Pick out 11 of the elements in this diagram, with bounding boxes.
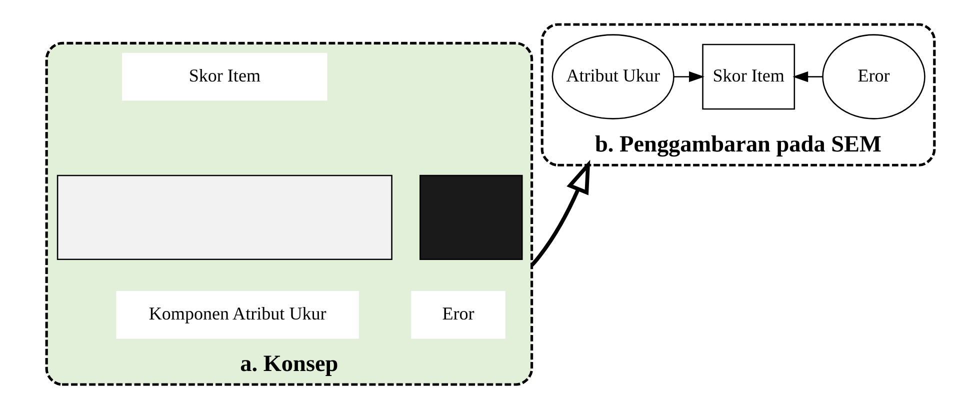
arrow [792,70,822,82]
node-ellipse: Eror [822,34,925,119]
arrow [530,159,590,266]
node-box: Eror [410,290,505,338]
node-bar [56,174,392,260]
node-box: Skor Item [702,43,795,110]
arrow [673,70,704,82]
node-bar [419,174,522,260]
node-box: Komponen Atribut Ukur [116,290,358,338]
node-box: Skor Item [122,52,327,100]
node-ellipse: Atribut Ukur [551,34,674,119]
